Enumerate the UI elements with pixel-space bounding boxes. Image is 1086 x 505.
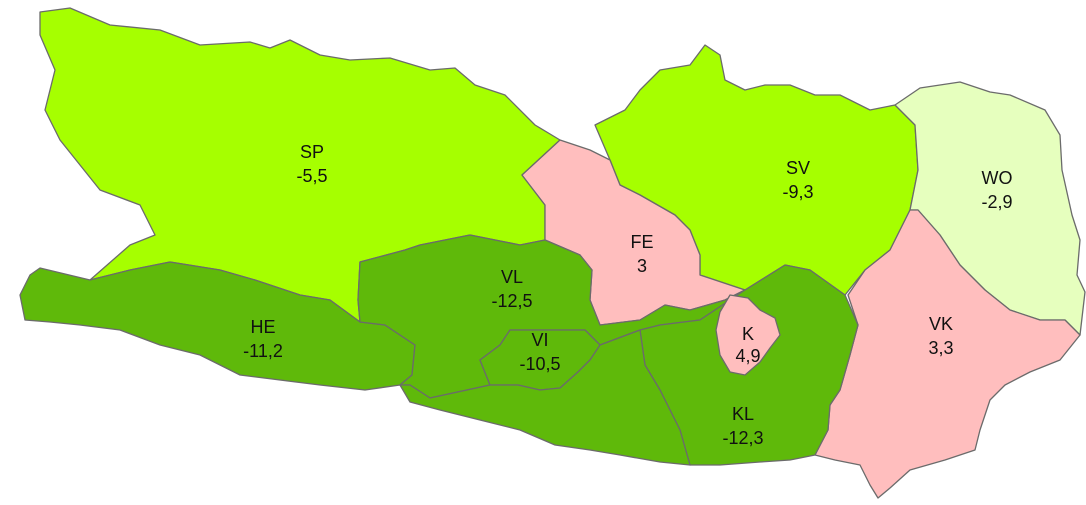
region-code: HE xyxy=(250,317,275,337)
region-code: WO xyxy=(982,168,1013,188)
region-label-VK: VK 3,3 xyxy=(928,314,953,358)
region-value: -11,2 xyxy=(243,341,283,361)
region-code: VK xyxy=(929,314,953,334)
region-value: -12,3 xyxy=(722,428,763,448)
region-label-WO: WO -2,9 xyxy=(981,168,1012,212)
region-value: 4,9 xyxy=(735,346,760,366)
region-code: KL xyxy=(732,404,754,424)
region-value: -2,9 xyxy=(981,192,1012,212)
region-value: -5,5 xyxy=(296,166,327,186)
region-label-SV: SV -9,3 xyxy=(782,158,813,202)
region-value: -12,5 xyxy=(491,291,532,311)
region-value: 3 xyxy=(637,256,647,276)
region-label-FE: FE 3 xyxy=(630,232,653,276)
region-code: K xyxy=(742,324,754,344)
region-value: -10,5 xyxy=(519,354,560,374)
region-K[interactable] xyxy=(715,294,781,376)
region-code: SP xyxy=(300,142,324,162)
region-VL-south[interactable] xyxy=(399,329,691,466)
region-label-HE: HE -11,2 xyxy=(243,317,283,361)
region-value: 3,3 xyxy=(928,338,953,358)
region-label-SP: SP -5,5 xyxy=(296,142,327,186)
region-code: VI xyxy=(531,330,548,350)
region-label-K: K 4,9 xyxy=(735,324,760,366)
region-code: SV xyxy=(786,158,810,178)
region-code: FE xyxy=(630,232,653,252)
region-value: -9,3 xyxy=(782,182,813,202)
region-label-VL: VL -12,5 xyxy=(491,267,532,311)
region-label-VI: VI -10,5 xyxy=(519,330,560,374)
region-code: VL xyxy=(501,267,523,287)
region-label-KL: KL -12,3 xyxy=(722,404,763,448)
